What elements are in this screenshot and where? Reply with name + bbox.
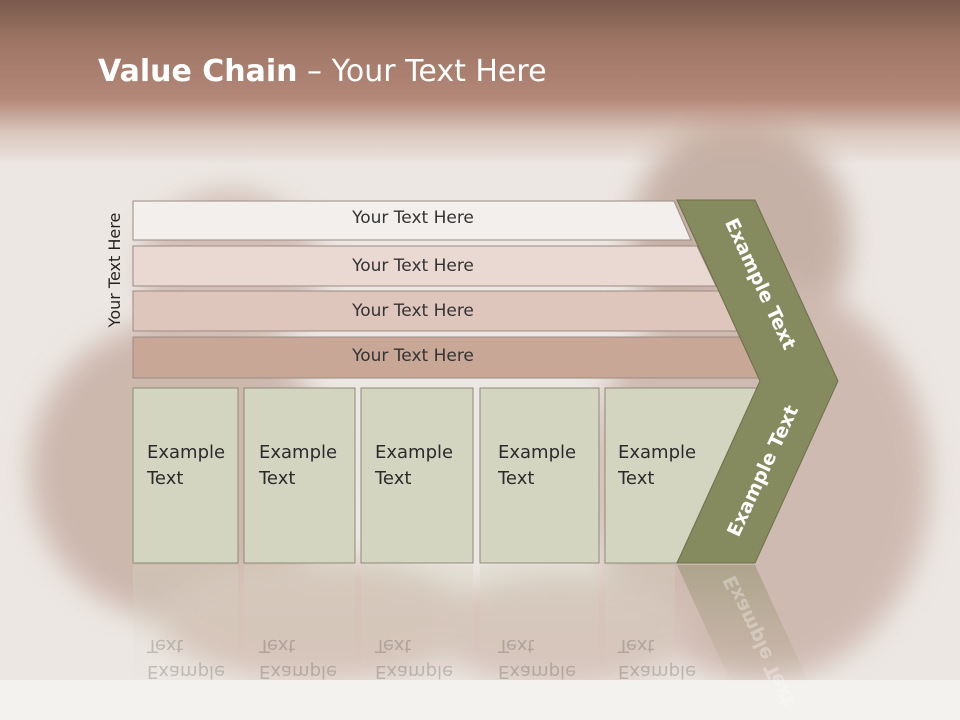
row-label-1: Your Text Here	[352, 208, 474, 228]
cell-box-1	[132, 387, 239, 564]
title-band	[0, 0, 960, 165]
cell-box-2	[243, 387, 356, 564]
cell-box-4	[479, 387, 600, 564]
title-bold: Value Chain	[98, 54, 298, 89]
chevron-arrow	[676, 199, 839, 564]
row-label-4: Your Text Here	[352, 346, 474, 366]
row-bar-1	[132, 200, 692, 241]
title-rest: – Your Text Here	[297, 54, 547, 89]
row-label-3: Your Text Here	[352, 301, 474, 321]
page-title: Value Chain – Your Text Here	[98, 54, 547, 89]
row-label-2: Your Text Here	[352, 256, 474, 276]
cell-box-3	[360, 387, 474, 564]
